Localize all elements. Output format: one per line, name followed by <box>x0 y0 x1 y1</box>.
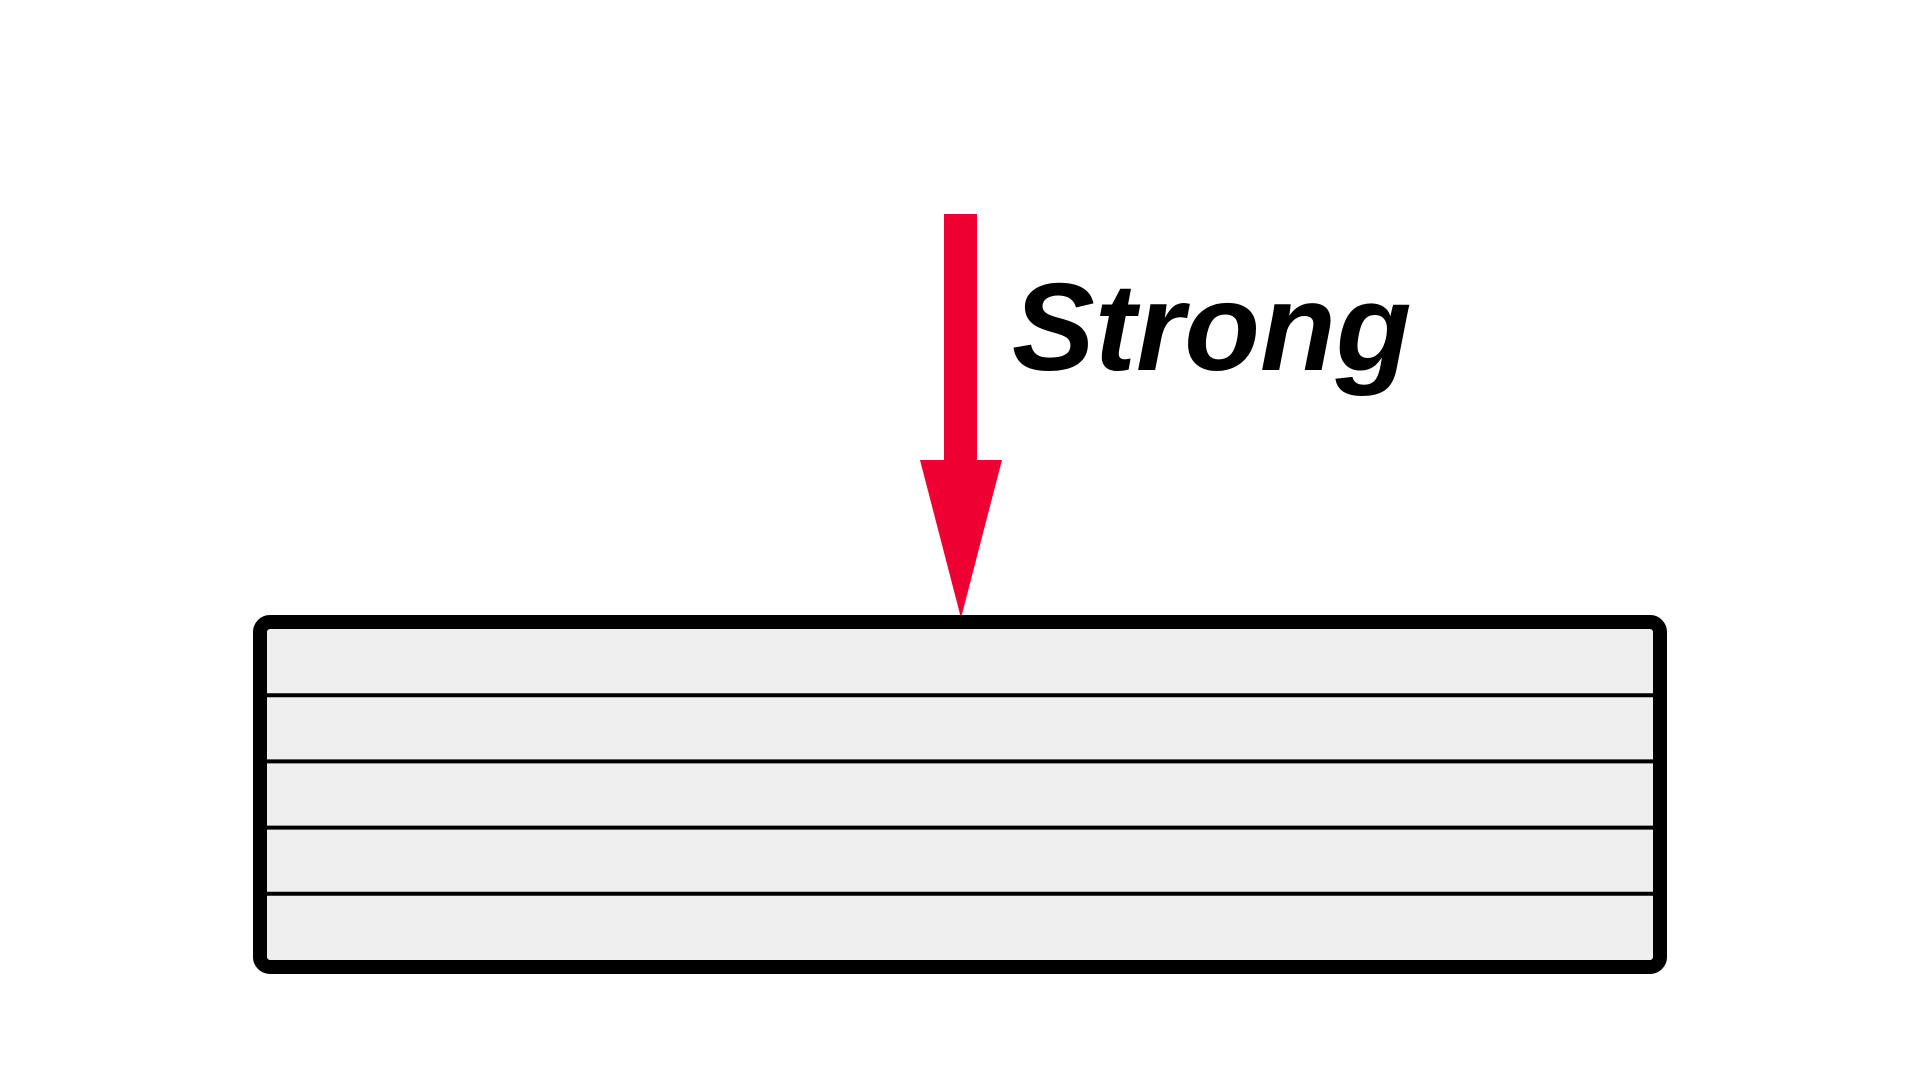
force-arrow <box>920 214 1002 618</box>
stack-body <box>253 615 1667 974</box>
arrow-head <box>920 460 1002 618</box>
layer-dividers <box>267 693 1653 896</box>
layer-stack <box>253 615 1667 974</box>
force-label: Strong <box>1012 259 1412 397</box>
arrow-shaft <box>944 214 977 460</box>
